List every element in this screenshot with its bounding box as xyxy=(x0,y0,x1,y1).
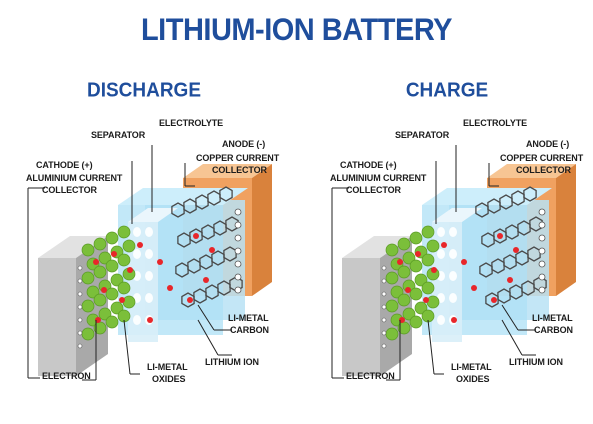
aluminium-electron-dot xyxy=(382,344,386,348)
lithium-ion xyxy=(497,233,503,239)
label-aluminium-collector: COLLECTOR xyxy=(346,185,401,196)
separator-pore xyxy=(437,315,445,325)
cathode-particle xyxy=(386,272,398,284)
aluminium-electron-dot xyxy=(382,266,386,270)
cathode-particle xyxy=(410,232,422,244)
cathode-particle xyxy=(427,296,439,308)
lithium-ion xyxy=(423,297,429,303)
label-aluminium-current: ALUMINIUM CURRENT xyxy=(26,173,122,184)
label-electrolyte: ELECTROLYTE xyxy=(463,118,527,129)
lithium-ion xyxy=(415,251,421,257)
label-oxides: OXIDES xyxy=(456,374,489,385)
label-separator: SEPARATOR xyxy=(395,130,449,141)
lithium-ion xyxy=(397,259,403,265)
copper-electron-dot xyxy=(539,248,545,254)
label-li-metal-oxides: LI-METAL xyxy=(147,362,188,373)
copper-electron-dot xyxy=(539,222,545,228)
separator-pore xyxy=(449,293,457,303)
cathode-particle xyxy=(427,240,439,252)
label-aluminium-collector: COLLECTOR xyxy=(42,185,97,196)
lithium-ion xyxy=(431,267,437,273)
cathode-particle xyxy=(398,294,410,306)
label-copper-collector: COLLECTOR xyxy=(212,165,267,176)
cathode-particle xyxy=(422,226,434,238)
separator-pore xyxy=(449,227,457,237)
copper-collector-side xyxy=(556,164,576,296)
lithium-ion xyxy=(451,317,457,323)
copper-electron-dot xyxy=(539,261,545,267)
label-lithium-ion: LITHIUM ION xyxy=(509,357,563,368)
cathode-particle xyxy=(386,300,398,312)
lithium-ion xyxy=(471,285,477,291)
label-anode: ANODE (-) xyxy=(222,139,265,150)
label-lithium-ion: LITHIUM ION xyxy=(205,357,259,368)
lithium-ion xyxy=(507,277,513,283)
copper-electron-dot xyxy=(539,274,545,280)
lithium-ion xyxy=(405,287,411,293)
aluminium-electron-dot xyxy=(382,305,386,309)
label-separator: SEPARATOR xyxy=(91,130,145,141)
label-carbon: CARBON xyxy=(230,325,269,336)
lithium-ion xyxy=(491,297,497,303)
lithium-ion xyxy=(461,259,467,265)
separator-pore xyxy=(437,227,445,237)
copper-electron-dot xyxy=(539,235,545,241)
lithium-ion xyxy=(441,242,447,248)
aluminium-electron-dot xyxy=(382,331,386,335)
aluminium-front xyxy=(342,258,380,376)
label-aluminium-current: ALUMINIUM CURRENT xyxy=(330,173,426,184)
cathode-particle xyxy=(398,238,410,250)
label-li-metal-oxides: LI-METAL xyxy=(451,362,492,373)
label-electron: ELECTRON xyxy=(346,371,395,382)
label-cathode: CATHODE (+) xyxy=(340,160,396,171)
label-li-metal-carbon: LI-METAL xyxy=(228,313,269,324)
lithium-ion xyxy=(513,247,519,253)
cathode-particle xyxy=(422,254,434,266)
cathode-particle xyxy=(386,244,398,256)
label-oxides: OXIDES xyxy=(152,374,185,385)
separator-pore xyxy=(437,249,445,259)
cathode-particle xyxy=(410,260,422,272)
label-electron: ELECTRON xyxy=(42,371,91,382)
aluminium-electron-dot xyxy=(382,292,386,296)
label-cathode: CATHODE (+) xyxy=(36,160,92,171)
label-copper-current: COPPER CURRENT xyxy=(500,153,583,164)
label-li-metal-carbon: LI-METAL xyxy=(532,313,573,324)
cathode-particle xyxy=(410,316,422,328)
cathode-particle xyxy=(422,282,434,294)
label-copper-collector: COLLECTOR xyxy=(516,165,571,176)
cathode-particle xyxy=(398,266,410,278)
aluminium-electron-dot xyxy=(382,279,386,283)
label-electrolyte: ELECTROLYTE xyxy=(159,118,223,129)
separator-pore xyxy=(449,249,457,259)
label-anode: ANODE (-) xyxy=(526,139,569,150)
cathode-particle xyxy=(410,288,422,300)
cathode-particle xyxy=(386,328,398,340)
separator-pore xyxy=(449,271,457,281)
copper-electron-dot xyxy=(539,287,545,293)
aluminium-electron-dot xyxy=(382,318,386,322)
label-copper-current: COPPER CURRENT xyxy=(196,153,279,164)
label-carbon: CARBON xyxy=(534,325,573,336)
separator-front xyxy=(432,222,462,342)
copper-electron-dot xyxy=(539,209,545,215)
